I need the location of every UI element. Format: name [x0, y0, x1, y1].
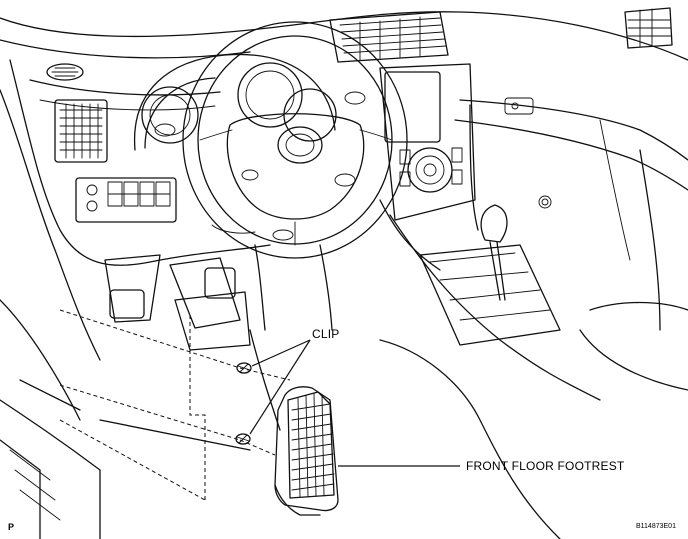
front-floor-footrest-label: FRONT FLOOR FOOTREST: [466, 459, 625, 473]
clip-lower: [235, 433, 251, 445]
figure-code: B114873E01: [636, 523, 676, 530]
left-air-vent: [46, 63, 108, 163]
pedals: [104, 254, 251, 351]
steering-column: [211, 224, 333, 331]
clip-label: CLIP: [312, 327, 339, 341]
footrest-grid: [291, 393, 335, 498]
clip-upper: [236, 362, 252, 374]
instrument-cluster: [133, 53, 366, 151]
center-console: [379, 204, 688, 539]
corner-mark: P: [8, 522, 14, 532]
steering-wheel: [182, 21, 408, 259]
dashboard: [0, 11, 688, 361]
right-air-vent: [624, 7, 673, 49]
center-stack: [329, 11, 476, 271]
assembly-guide-lines: [59, 309, 291, 501]
floor-area: [0, 299, 281, 539]
front-floor-footrest: [274, 386, 339, 516]
switch-panel: [75, 177, 177, 223]
leader-lines: [249, 339, 460, 467]
